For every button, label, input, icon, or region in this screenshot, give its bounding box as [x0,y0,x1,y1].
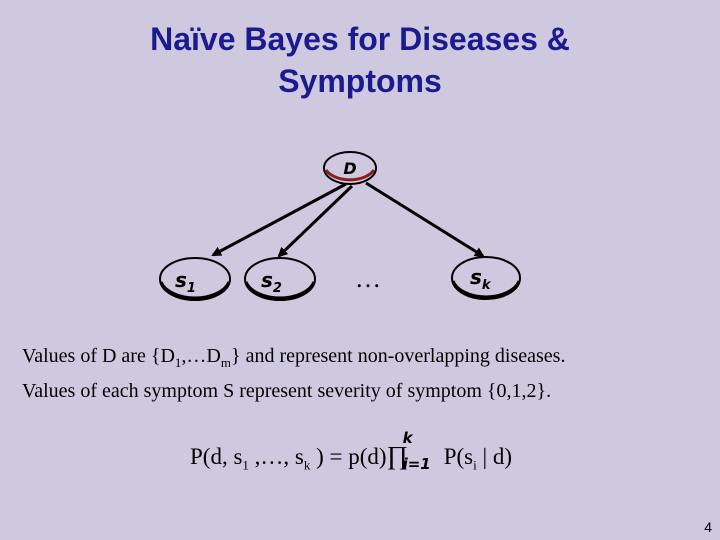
formula-rhs-a: P(s [437,444,474,469]
title-line-2: Symptoms [278,63,442,99]
page-number: 4 [704,519,712,535]
description-line-1: Values of D are {D1,…Dm} and represent n… [22,342,712,377]
diagram-ellipsis: … [355,264,383,293]
svg-text:s1: s1 [175,268,196,296]
edge-d-sk [365,181,485,258]
node-sk-subscript: k [482,278,492,293]
product-upper-limit: k [402,429,413,447]
description-text: Values of D are {D1,…Dm} and represent n… [22,342,712,405]
node-s1-subscript: 1 [187,281,196,296]
formula-lhs-b: ,…, s [248,444,304,469]
formula-sub-1: 1 [242,457,249,473]
slide-title: Naïve Bayes for Diseases & Symptoms [0,18,720,102]
node-sk-letter: s [470,265,482,289]
title-line-1: Naïve Bayes for Diseases & [150,21,570,57]
node-sk: sk [451,256,521,300]
line1-part-b: ,…D [181,345,221,367]
node-s2-subscript: 2 [273,281,282,296]
node-d-label: D [343,159,356,178]
line1-sub-m: m [220,355,231,370]
description-line-2: Values of each symptom S represent sever… [22,380,552,402]
svg-text:sk: sk [470,265,492,293]
formula-lhs-a: P(d, s [190,444,243,469]
svg-text:s2: s2 [261,268,282,296]
formula-rhs-b: | d) [476,444,513,469]
product-lower-limit: i=1 [402,455,431,473]
line1-sub-1: 1 [174,355,182,370]
edge-d-s2 [277,184,354,258]
formula-sub-k: k [303,457,311,473]
formula-lhs-c: ) = p(d) [310,444,387,469]
edge-d-s1 [211,182,347,257]
node-s1-letter: s [175,268,187,292]
product-operator: ∏k i=1 [386,429,431,473]
node-s2-letter: s [261,268,273,292]
formula-sub-i: i [473,457,477,473]
product-symbol: ∏ [386,441,408,470]
node-s2: s2 [244,257,316,301]
node-s1: s1 [159,257,231,301]
line1-part-a: Values of D are {D [22,345,175,367]
node-d: D [323,151,377,185]
line1-part-c: } and represent non-overlapping diseases… [230,345,566,367]
